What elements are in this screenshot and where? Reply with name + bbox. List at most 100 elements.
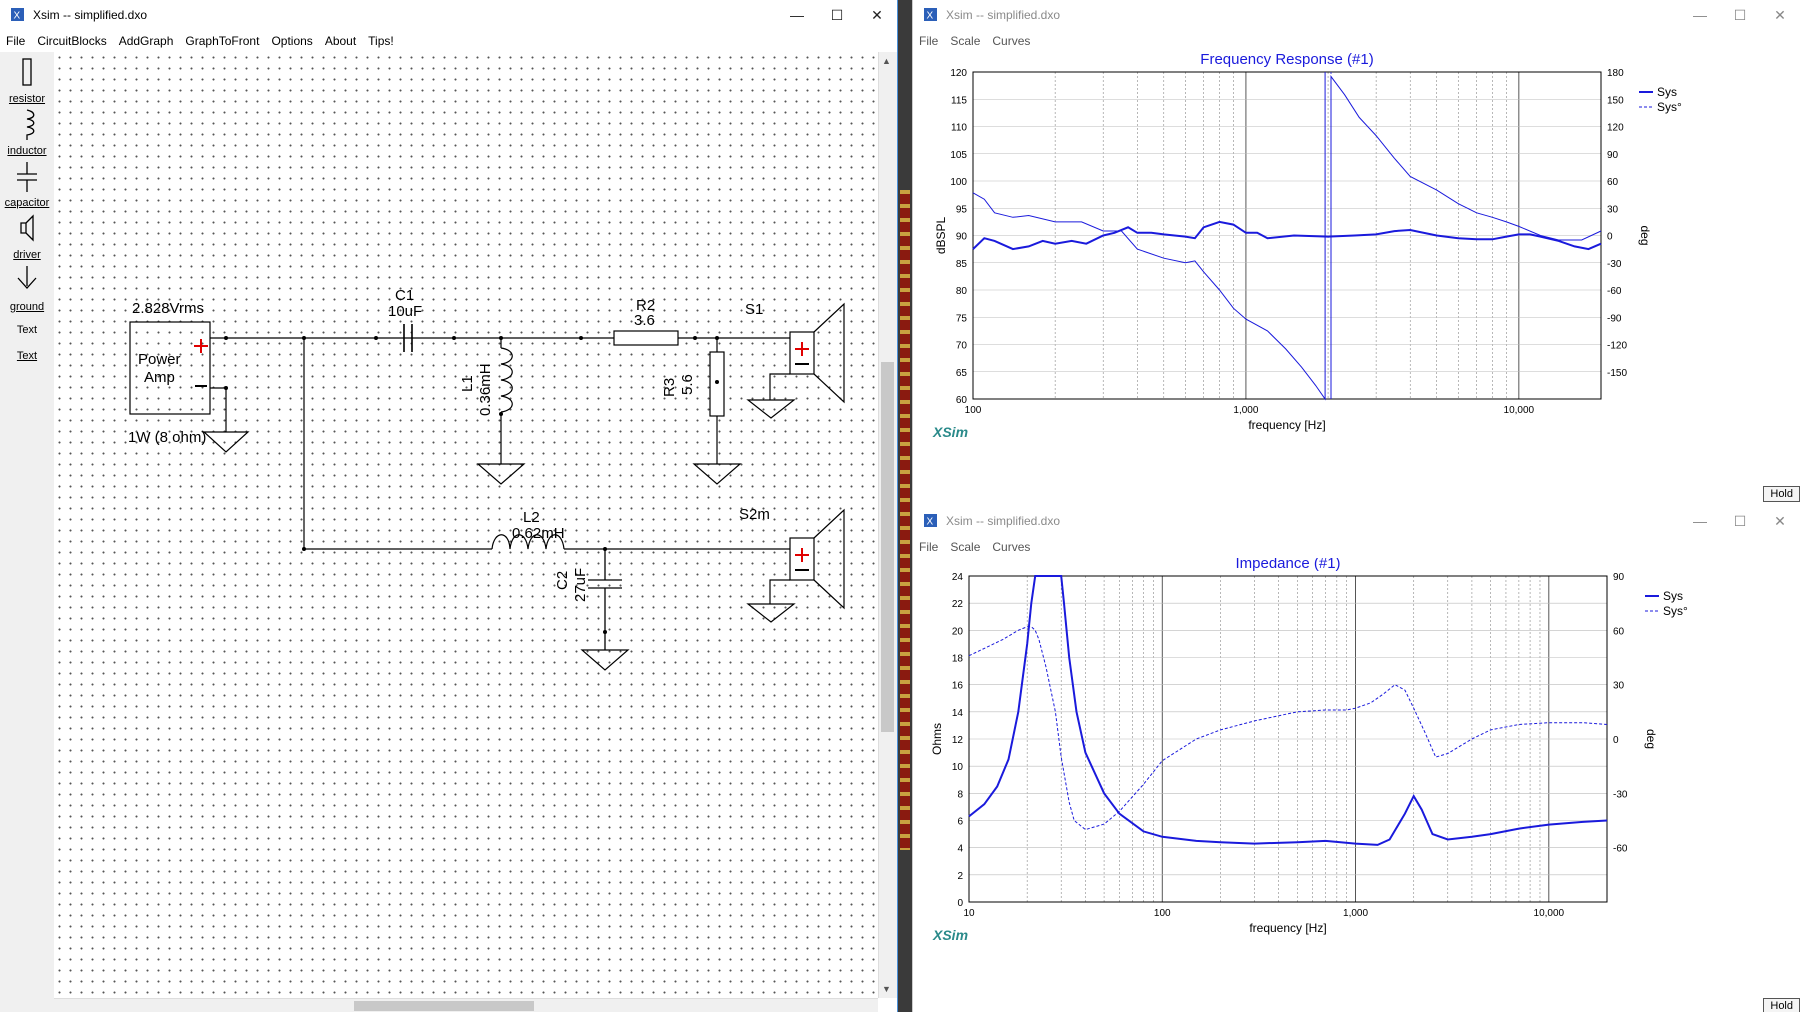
y-tick-label: 85 — [956, 259, 968, 270]
y-tick-label: 0 — [957, 898, 963, 909]
resistor-icon — [22, 58, 32, 86]
x-tick-label: 10,000 — [1534, 908, 1565, 919]
series-line-sys — [968, 575, 1608, 846]
schematic-horizontal-scrollbar[interactable] — [54, 998, 878, 1012]
y-tick-label: 80 — [956, 286, 968, 297]
y-tick-label: 4 — [957, 844, 963, 855]
menu-about[interactable]: About — [324, 34, 357, 48]
x-axis-label: frequency [Hz] — [1249, 921, 1326, 935]
hscroll-thumb[interactable] — [354, 1001, 534, 1011]
scroll-up-arrow-icon[interactable]: ▲ — [882, 56, 891, 66]
component-toolbar: resistor inductor capacitor driver groun… — [0, 52, 55, 1012]
impedance-window: X Xsim -- simplified.dxo — ☐ ✕ File Scal… — [912, 506, 1800, 1012]
maximize-button[interactable]: ☐ — [1733, 6, 1747, 23]
fr-titlebar[interactable]: X Xsim -- simplified.dxo — ☐ ✕ — [913, 0, 1800, 30]
maximize-button[interactable]: ☐ — [830, 6, 844, 23]
y2-axis-label: deg — [1644, 729, 1658, 749]
y-tick-label: 8 — [957, 789, 963, 800]
legend-label: Sys° — [1663, 604, 1688, 618]
hold-button[interactable]: Hold — [1763, 486, 1800, 502]
tool-capacitor[interactable]: capacitor — [0, 160, 54, 209]
close-button[interactable]: ✕ — [1774, 512, 1786, 529]
r3-name: R3 — [661, 378, 678, 397]
x-tick-label: 10,000 — [1504, 405, 1535, 416]
s1-name: S1 — [745, 301, 763, 318]
scroll-thumb[interactable] — [881, 362, 894, 732]
tool-driver[interactable]: driver — [0, 212, 54, 261]
amp-power-label: 1W (8 ohm) — [128, 429, 206, 446]
menu-curves[interactable]: Curves — [992, 34, 1031, 48]
text-link: Text — [16, 350, 38, 362]
y-tick-label: 75 — [956, 313, 968, 324]
tool-driver-label: driver — [13, 249, 41, 261]
y-axis-label: Ohms — [930, 723, 944, 755]
tool-ground[interactable]: ground — [0, 264, 54, 313]
tool-resistor[interactable]: resistor — [0, 56, 54, 105]
background-pattern — [900, 190, 910, 850]
app-icon: X — [924, 8, 937, 22]
menu-bar: File CircuitBlocks AddGraph GraphToFront… — [0, 30, 897, 52]
frequency-response-chart[interactable]: 6065707580859095100105110115120-150-120-… — [913, 52, 1800, 506]
menu-file[interactable]: File — [919, 540, 939, 554]
imp-titlebar[interactable]: X Xsim -- simplified.dxo — ☐ ✕ — [913, 506, 1800, 536]
inductor-icon — [26, 109, 35, 140]
x-tick-label: 1,000 — [1233, 405, 1258, 416]
y-tick-label: 60 — [956, 395, 968, 406]
y-tick-label: 6 — [957, 817, 963, 828]
schematic-canvas[interactable]: 2.828Vrms Power Amp 1W (8 ohm) C1 10uF R… — [54, 52, 880, 998]
close-button[interactable]: ✕ — [1774, 6, 1786, 23]
menu-tips[interactable]: Tips! — [368, 34, 394, 48]
y-tick-label: 12 — [952, 735, 964, 746]
maximize-button[interactable]: ☐ — [1733, 512, 1747, 529]
y-tick-label: 100 — [950, 177, 967, 188]
svg-text:X: X — [14, 11, 21, 22]
amp-voltage-label: 2.828Vrms — [132, 300, 204, 317]
tool-text-link[interactable]: Text — [0, 350, 54, 362]
x-axis-label: frequency [Hz] — [1248, 418, 1325, 432]
x-tick-label: 100 — [1154, 908, 1171, 919]
menu-file[interactable]: File — [6, 34, 26, 48]
close-button[interactable]: ✕ — [871, 6, 883, 23]
y2-tick-label: -30 — [1613, 789, 1628, 800]
s2-name: S2m — [739, 506, 770, 523]
y-tick-label: 70 — [956, 341, 968, 352]
y-tick-label: 105 — [950, 150, 967, 161]
menu-curves[interactable]: Curves — [992, 540, 1031, 554]
menu-options[interactable]: Options — [271, 34, 313, 48]
y-tick-label: 24 — [952, 572, 964, 583]
menu-graphtofront[interactable]: GraphToFront — [185, 34, 260, 48]
frequency-response-window: X Xsim -- simplified.dxo — ☐ ✕ File Scal… — [912, 0, 1800, 506]
series-line-sys-phase — [968, 626, 1608, 831]
l2-name: L2 — [523, 509, 540, 526]
menu-file[interactable]: File — [919, 34, 939, 48]
legend-label: Sys — [1657, 85, 1677, 99]
minimize-button[interactable]: — — [1693, 513, 1707, 529]
minimize-button[interactable]: — — [1693, 7, 1707, 23]
c2-value: 27uF — [572, 568, 589, 602]
power-amp-block[interactable] — [129, 321, 211, 415]
y-tick-label: 14 — [952, 708, 964, 719]
scroll-down-arrow-icon[interactable]: ▼ — [882, 984, 891, 994]
menu-circuitblocks[interactable]: CircuitBlocks — [37, 34, 107, 48]
minimize-button[interactable]: — — [790, 7, 804, 23]
y-tick-label: 2 — [957, 871, 963, 882]
menu-scale[interactable]: Scale — [950, 34, 981, 48]
c2-name: C2 — [554, 571, 571, 590]
svg-text:X: X — [927, 517, 934, 528]
y2-tick-label: 180 — [1607, 68, 1624, 79]
menu-scale[interactable]: Scale — [950, 540, 981, 554]
tool-inductor[interactable]: inductor — [0, 108, 54, 157]
tool-text[interactable]: Text — [0, 324, 54, 336]
schematic-titlebar[interactable]: X Xsim -- simplified.dxo — ☐ ✕ — [0, 0, 897, 30]
r2-value: 3.6 — [634, 312, 655, 329]
text-icon: Text — [16, 324, 38, 336]
y2-tick-label: 60 — [1607, 177, 1619, 188]
chart-title: Impedance (#1) — [1235, 558, 1340, 572]
hold-button[interactable]: Hold — [1763, 998, 1800, 1012]
window-title: Xsim -- simplified.dxo — [946, 514, 1061, 528]
plot-frame — [972, 71, 1602, 400]
schematic-vertical-scrollbar[interactable]: ▲ ▼ — [878, 52, 897, 998]
y2-tick-label: 30 — [1607, 204, 1619, 215]
menu-addgraph[interactable]: AddGraph — [118, 34, 174, 48]
